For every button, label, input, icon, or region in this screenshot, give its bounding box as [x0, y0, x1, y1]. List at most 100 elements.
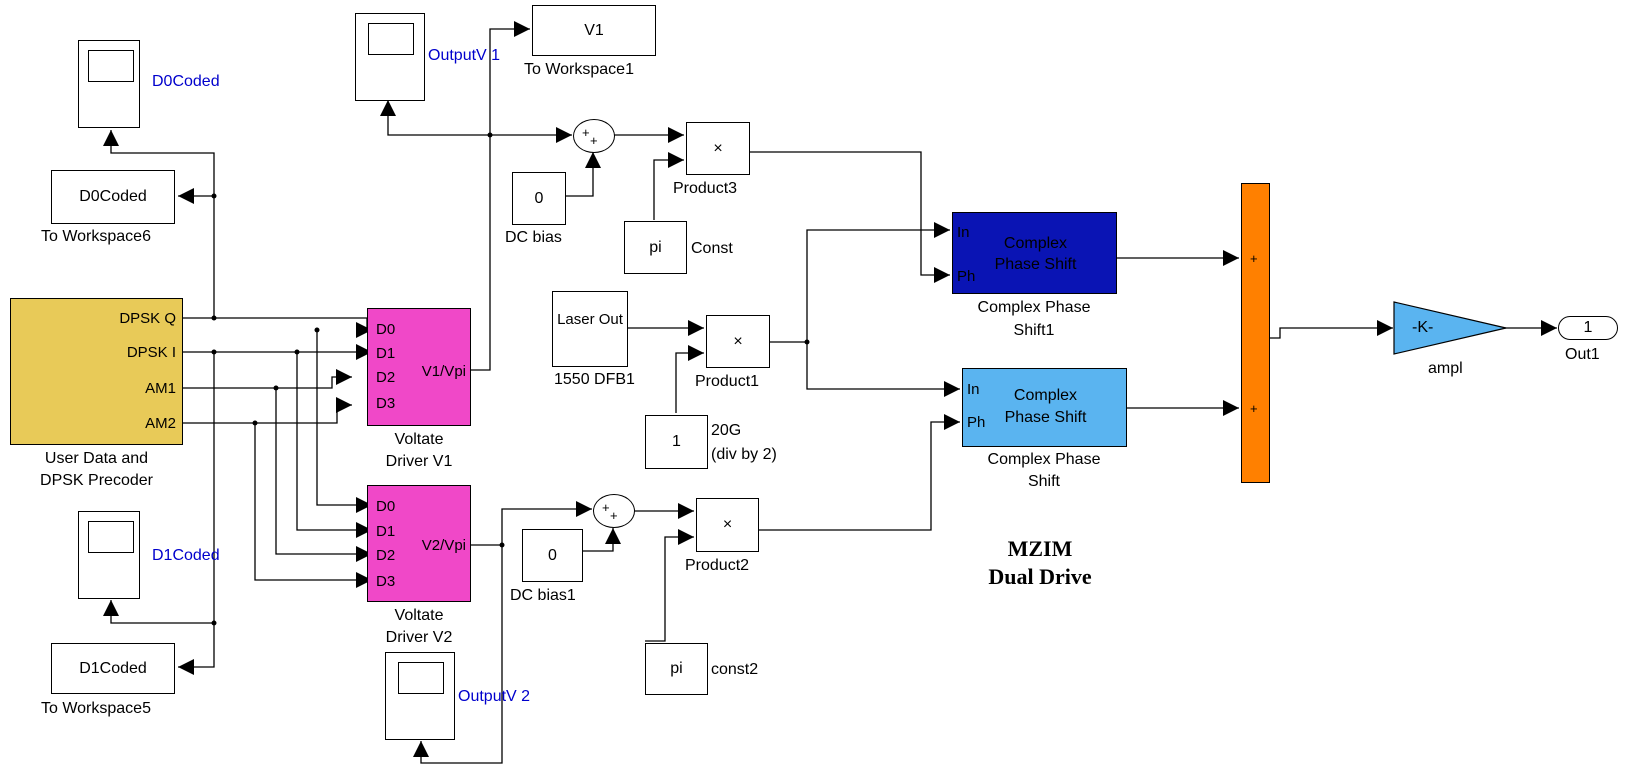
wire-am1-to-d2v2[interactable]	[275, 388, 372, 562]
product3-block[interactable]: ×	[686, 122, 750, 175]
ampl-label: ampl	[1428, 360, 1463, 377]
dc-bias-label: DC bias	[505, 229, 562, 246]
wire-product1-to-cps-in[interactable]	[806, 342, 960, 397]
wire-adder-to-ampl[interactable]	[1270, 320, 1393, 339]
complex-phase-shift1-block[interactable]: In Ph Complex Phase Shift	[952, 212, 1117, 294]
junction-dot	[499, 542, 505, 548]
dc-bias1-block[interactable]: 0	[522, 529, 583, 582]
sum1-block[interactable]: + +	[573, 119, 615, 153]
laser-out-text: Laser Out	[557, 311, 623, 329]
adder-plus-bottom: +	[1250, 401, 1258, 416]
product1-block[interactable]: ×	[706, 315, 770, 368]
wire-product2-to-cps-ph[interactable]	[758, 414, 960, 531]
cps1-label-line2: Shift1	[1013, 322, 1055, 339]
product1-symbol: ×	[733, 332, 743, 350]
20g-constant-value: 1	[672, 433, 681, 450]
voltage-driver-v2-label-line1: Voltate	[394, 607, 444, 624]
product2-label: Product2	[685, 557, 750, 574]
wire-dpski-to-d1v2[interactable]	[296, 352, 372, 538]
junction-dot	[211, 315, 217, 321]
wire-product3-to-cps1-ph[interactable]	[749, 151, 950, 283]
wire-v1-to-ws1[interactable]	[470, 21, 530, 371]
wire-dpskq-to-scope-d0[interactable]	[103, 130, 215, 318]
wire-const-to-product3[interactable]	[653, 152, 684, 220]
dc-bias-block[interactable]: 0	[512, 172, 566, 225]
wire-product1-to-cps1-in[interactable]	[769, 222, 950, 343]
ampl-gain-block[interactable]	[1393, 301, 1508, 356]
to-workspace6-text: D0Coded	[79, 188, 147, 205]
to-workspace5-text: D1Coded	[79, 659, 147, 677]
wire-am2-to-d3v2[interactable]	[254, 423, 372, 588]
dc-bias1-label: DC bias1	[510, 587, 576, 604]
wire-const2-to-product2[interactable]	[645, 529, 694, 642]
wire-dpski-to-ws5[interactable]	[178, 623, 215, 675]
const2-label: const2	[711, 661, 759, 678]
sum1-plus-bottom: +	[590, 133, 598, 148]
complex-phase-shift-block[interactable]: In Ph Complex Phase Shift	[962, 368, 1127, 447]
sum2-plus-top: +	[602, 500, 610, 515]
product1-label: Product1	[695, 373, 760, 390]
port-d3: D3	[376, 573, 396, 590]
out1-port-block[interactable]: 1	[1558, 316, 1618, 340]
laser-dfb1-block[interactable]: Laser Out	[552, 291, 628, 367]
to-workspace1-label: To Workspace1	[524, 61, 634, 78]
to-workspace1-block[interactable]: V1	[532, 5, 656, 56]
scope-screen	[88, 521, 134, 553]
20g-label-line1: 20G	[711, 422, 742, 439]
port-am2: AM2	[145, 415, 176, 432]
const2-value: pi	[670, 660, 683, 677]
20g-constant-block[interactable]: 1	[645, 415, 708, 469]
cps1-port-in: In	[957, 224, 970, 241]
wire-am2-to-d3v1[interactable]	[183, 397, 352, 424]
wire-dpskq-to-d0v1[interactable]	[183, 317, 372, 338]
scope-d1coded[interactable]	[78, 511, 140, 599]
scope-outputv2[interactable]	[385, 652, 455, 740]
const-label: Const	[691, 240, 733, 257]
to-workspace5-block[interactable]: D1Coded	[51, 643, 175, 694]
scope-screen	[88, 50, 134, 82]
to-workspace6-block[interactable]: D0Coded	[51, 170, 175, 224]
scope-outputv1[interactable]	[355, 13, 425, 101]
wire-dpski-to-scope-d1[interactable]	[103, 352, 215, 624]
voltage-driver-v1-label-line1: Voltate	[394, 431, 444, 448]
wire-dcbias-to-sum1[interactable]	[566, 152, 601, 197]
junction-dot	[273, 385, 279, 391]
wire-20g-to-product1[interactable]	[675, 345, 704, 413]
port-d2: D2	[376, 369, 396, 386]
product3-symbol: ×	[713, 139, 723, 157]
user-data-precoder-block[interactable]: DPSK Q DPSK I AM1 AM2	[10, 298, 183, 445]
scope-outputv1-label: OutputV 1	[428, 47, 501, 64]
product2-block[interactable]: ×	[696, 498, 759, 552]
to-workspace6-label: To Workspace6	[41, 228, 151, 245]
const-block[interactable]: pi	[624, 221, 687, 274]
scope-d1coded-label: D1Coded	[152, 547, 220, 564]
wire-am1-to-d2v1[interactable]	[183, 369, 352, 389]
user-data-label-line2: DPSK Precoder	[40, 472, 153, 489]
const2-block[interactable]: pi	[645, 643, 708, 695]
wire-dpskq-to-d0v2[interactable]	[316, 330, 372, 513]
junction-dot	[211, 620, 217, 626]
wire-v2-to-scope-outv2[interactable]	[413, 545, 503, 764]
ampl-gain-value: -K-	[1412, 319, 1434, 336]
20g-label-line2: (div by 2)	[711, 446, 777, 463]
voltage-driver-v1-block[interactable]: D0 D1 D2 D3 V1/Vpi	[367, 308, 471, 426]
scope-screen	[398, 662, 444, 694]
wire-v1-to-scope-outv1[interactable]	[380, 100, 490, 136]
adder-plus-top: +	[1250, 251, 1258, 266]
sum2-block[interactable]: + +	[593, 494, 635, 528]
wire-dcbias1-to-sum2[interactable]	[583, 528, 621, 552]
const-value: pi	[649, 238, 662, 256]
wire-v2-to-sum2[interactable]	[470, 501, 592, 546]
cps1-text-line1: Complex	[1003, 235, 1068, 252]
adder-block[interactable]: + +	[1241, 183, 1270, 483]
cps1-port-ph: Ph	[957, 268, 976, 285]
to-workspace1-text: V1	[584, 21, 604, 39]
scope-d0coded[interactable]	[78, 40, 140, 128]
voltage-driver-v2-label-line2: Driver V2	[385, 629, 453, 646]
to-workspace5-label: To Workspace5	[41, 700, 151, 717]
voltage-driver-v2-block[interactable]: D0 D1 D2 D3 V2/Vpi	[367, 485, 471, 602]
scope-outputv2-label: OutputV 2	[458, 688, 531, 705]
sum2-plus-bottom: +	[610, 508, 618, 523]
